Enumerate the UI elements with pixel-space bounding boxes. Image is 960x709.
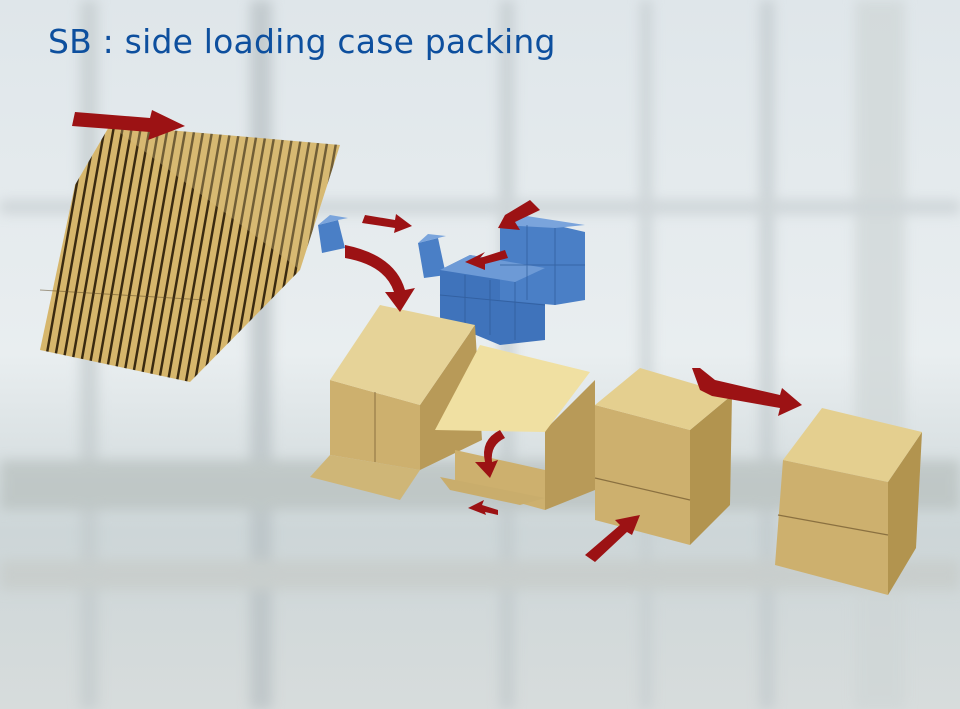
arrow-up-icon [585,515,640,562]
arrow-curved-down-icon [345,245,415,312]
product-pair [418,234,446,278]
page-title: SB : side loading case packing [48,22,556,61]
case-loading [435,345,595,510]
arrow-curved-down-icon [475,430,505,478]
arrow-right-icon [362,214,412,233]
product-cluster [439,215,585,345]
case-sealed [775,408,922,595]
arrow-left-icon [465,250,508,270]
product-single [318,215,348,253]
motion-arrows [72,110,802,562]
case-closing [594,368,732,545]
case-open-flaps [310,305,482,500]
product-items [318,215,585,345]
arrow-left-icon [468,500,498,515]
arrow-down-icon [498,200,540,230]
arrow-right-icon [692,368,802,416]
arrow-right-icon [72,110,185,140]
case-blank-stack [39,125,340,382]
